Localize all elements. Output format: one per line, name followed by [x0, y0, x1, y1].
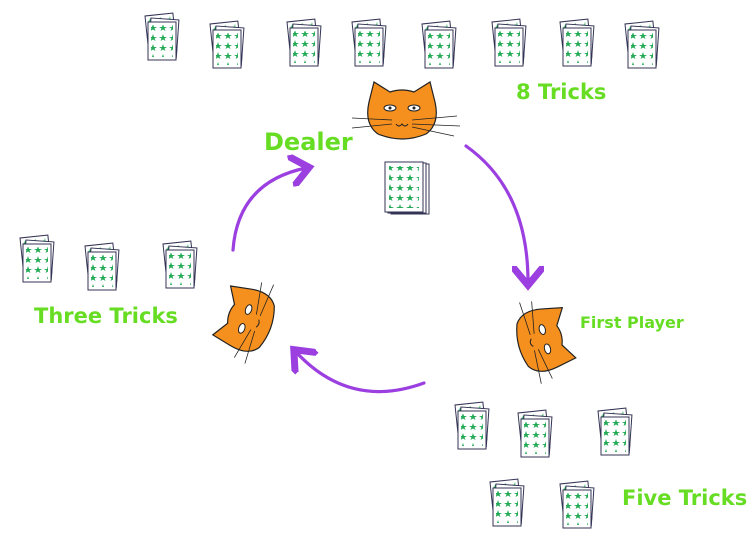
trick-card-stack-icon — [455, 402, 489, 449]
left-player-tricks-label: Three Tricks — [34, 304, 178, 328]
deck-card-stack-icon — [384, 161, 430, 215]
left-player-tricks — [20, 235, 197, 290]
trick-card-stack-icon — [145, 13, 179, 60]
trick-card-stack-icon — [518, 410, 552, 457]
first-player-cat-face-icon — [516, 301, 577, 384]
trick-card-stack-icon — [490, 479, 524, 526]
trick-card-stack-icon — [163, 241, 197, 288]
trick-card-stack-icon — [492, 19, 526, 66]
first-player-tricks — [455, 402, 632, 528]
arrow-dealer-to-first-player-curved-arrow-icon — [464, 144, 528, 282]
dealer-label: Dealer — [264, 128, 353, 156]
trick-card-stack-icon — [625, 21, 659, 68]
trick-card-stack-icon — [85, 243, 119, 290]
arrow-left-player-to-dealer-curved-arrow-icon — [231, 168, 306, 252]
dealer-tricks-label: 8 Tricks — [516, 80, 607, 104]
trick-card-stack-icon — [352, 19, 386, 66]
dealer-tricks — [145, 13, 659, 68]
trick-card-stack-icon — [560, 481, 594, 528]
left-player-cat-face-icon — [211, 282, 275, 364]
first-player-label: First Player — [580, 313, 684, 332]
trick-card-stack-icon — [20, 235, 54, 282]
trick-card-stack-icon — [598, 408, 632, 455]
trick-card-stack-icon — [560, 19, 594, 66]
trick-card-stack-icon — [287, 19, 321, 66]
trick-card-stack-icon — [422, 21, 456, 68]
dealer-cat-face-icon — [351, 81, 461, 140]
trick-card-stack-icon — [210, 21, 244, 68]
arrow-first-player-to-left-player-curved-arrow-icon — [296, 352, 426, 394]
first-player-tricks-label: Five Tricks — [622, 486, 748, 510]
